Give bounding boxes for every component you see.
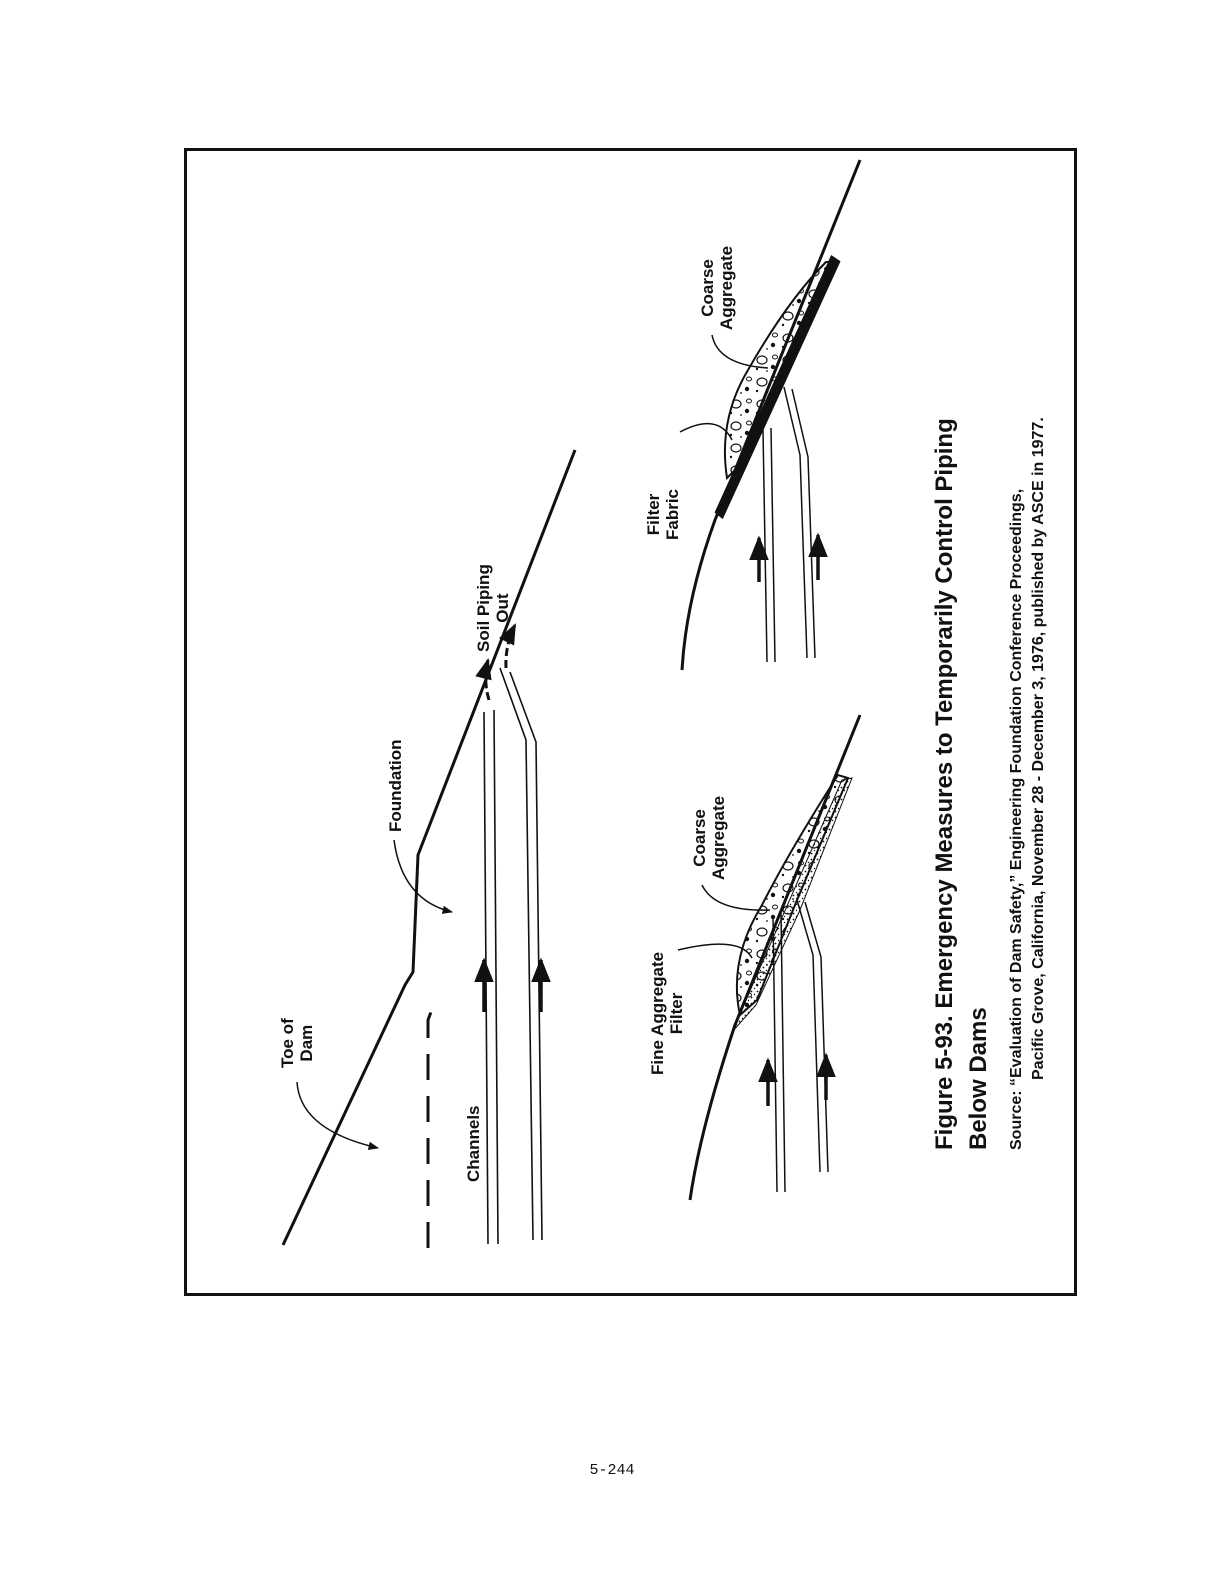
caption-title-line-1: Figure 5-93. Emergency Measures to Tempo… [931,418,958,1150]
dam-slope-line [281,449,577,1246]
leader-fine-aggregate [677,943,753,959]
channel-pipe-lower [499,667,543,1241]
ground-line-left [688,714,862,1201]
dashed-boundary-line [426,1003,436,1248]
label-soil-piping-out: Soil Piping Out [474,564,512,652]
label-toe-of-dam: Toe of Dam [278,1018,316,1068]
pipe-left-lower [796,899,829,1173]
label-coarse-aggregate-right: Coarse Aggregate [698,245,736,330]
leader-foundation [393,839,454,914]
label-filter-fabric: Filter Fabric [644,488,682,540]
filter-fabric-section [679,159,862,671]
main-section [281,449,577,1248]
fine-aggregate-section [677,714,862,1201]
pipe-left-upper [772,912,786,1193]
pipe-right-lower [783,386,816,659]
piping-arrow-1 [475,657,492,701]
caption-source-line-2: Pacific Grove, California, November 28 -… [1030,417,1047,1080]
pipe-right-upper [762,427,776,663]
leader-toe-of-dam [296,1081,380,1150]
figure-caption: Figure 5-93. Emergency Measures to Tempo… [928,417,1050,1150]
leader-coarse-left [701,884,771,911]
ground-line-right [680,159,862,671]
leader-coarse-right [711,334,769,369]
leader-filter-fabric [679,422,733,441]
channel-pipe-upper [483,709,499,1245]
page-number: 5-244 [589,1462,635,1479]
caption-source-line-1: Source: “Evaluation of Dam Safety,” Engi… [1008,488,1025,1150]
label-fine-aggregate-filter: Fine Aggregate Filter [648,951,686,1075]
piping-arrow-2 [499,623,517,669]
figure-frame [184,148,1077,1296]
label-foundation: Foundation [386,739,405,832]
label-channels: Channels [464,1105,483,1182]
coarse-aggregate-layer-right [723,261,834,481]
caption-title-line-2: Below Dams [965,1007,992,1150]
coarse-aggregate-layer-left [735,773,850,1017]
label-coarse-aggregate-left: Coarse Aggregate [690,795,728,880]
